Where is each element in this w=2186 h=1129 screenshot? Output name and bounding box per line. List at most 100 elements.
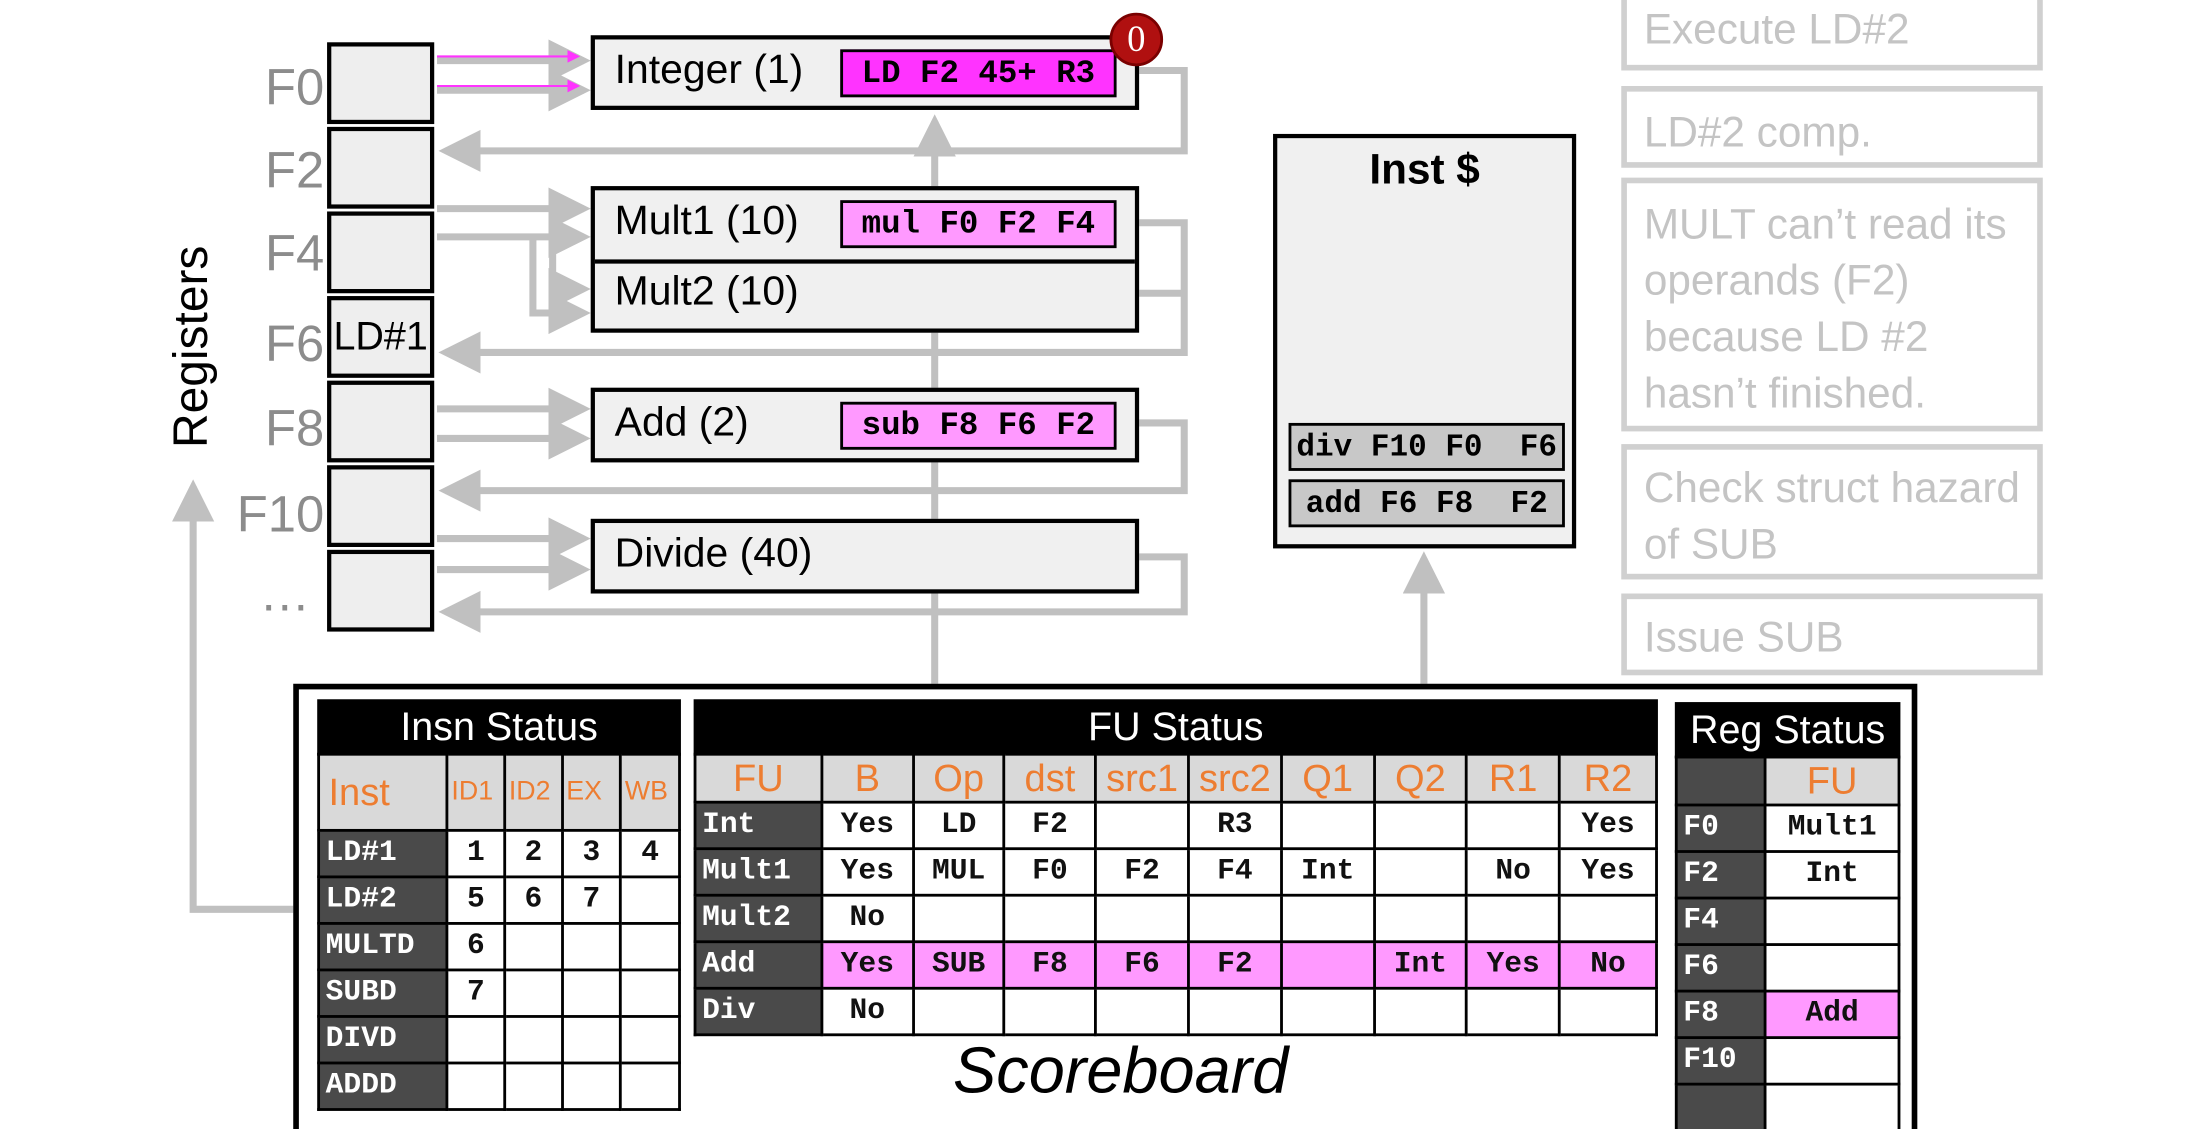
- insn-row-cell: 7: [445, 968, 507, 1018]
- register-cell-f10: [327, 465, 435, 548]
- fu-row-cell: [1279, 800, 1376, 851]
- reg-row-cell: Mult1: [1763, 803, 1901, 853]
- note-struct-hazard: Check struct hazard of SUB: [1621, 444, 2043, 580]
- fu-divide-label: Divide (40): [614, 531, 813, 577]
- countdown-badge-value: 0: [1127, 18, 1146, 60]
- reg-row-label: F4: [1674, 896, 1767, 946]
- fu-row-cell: Yes: [1558, 847, 1658, 897]
- fu-row-cell: F0: [1002, 847, 1098, 897]
- insn-row-label: ADDD: [317, 1061, 449, 1111]
- fu-row-label: Div: [693, 986, 824, 1037]
- insn-row-label: LD#1: [317, 828, 449, 879]
- fu-header-src1: src1: [1094, 752, 1190, 804]
- insn-row-cell: [619, 875, 681, 925]
- register-cell-f4: [327, 211, 435, 294]
- fu-row-cell: [1372, 847, 1469, 897]
- fu-row-cell: [1094, 893, 1190, 944]
- insn-header-inst: Inst: [317, 752, 449, 832]
- reg-status-row: F6: [1674, 943, 1901, 993]
- fu-add-instruction: sub F8 F6 F2: [840, 401, 1117, 450]
- fu-row-cell: R3: [1187, 800, 1283, 851]
- fu-row-cell: Int: [1372, 940, 1469, 990]
- register-label-f10: F10: [236, 484, 325, 543]
- fu-row-cell: SUB: [911, 940, 1006, 990]
- inst-queue-item-1: div F10 F0 F6: [1288, 422, 1565, 471]
- insn-header-wb: WB: [619, 752, 681, 832]
- scoreboard-caption: Scoreboard: [953, 1033, 1289, 1107]
- insn-row-cell: [503, 1015, 564, 1065]
- fu-row-cell: LD: [911, 800, 1006, 851]
- register-cell-f0: [327, 42, 435, 125]
- note-ld2-complete: LD#2 comp.: [1621, 85, 2043, 168]
- fu-row-cell: F4: [1187, 847, 1283, 897]
- countdown-badge: 0: [1109, 12, 1164, 67]
- fu-row-cell: No: [1558, 940, 1658, 990]
- insn-row-cell: 4: [619, 828, 681, 879]
- fu-row-cell: [1002, 986, 1098, 1037]
- fu-row-cell: [1279, 986, 1376, 1037]
- fu-header-q1: Q1: [1279, 752, 1376, 804]
- fu-row-cell: [1558, 986, 1658, 1037]
- reg-row-cell: Add: [1763, 989, 1901, 1040]
- reg-status-title: Reg Status: [1674, 702, 1901, 759]
- insn-row-cell: [619, 968, 681, 1018]
- fu-row-cell: Yes: [820, 800, 915, 851]
- reg-row-label: F6: [1674, 943, 1767, 993]
- fu-row-cell: [1187, 986, 1283, 1037]
- fu-row-cell: Yes: [1558, 800, 1658, 851]
- insn-row-cell: [503, 1061, 564, 1111]
- fu-row-cell: [1094, 986, 1190, 1037]
- reg-status-row: F4: [1674, 896, 1901, 946]
- fu-row-cell: F6: [1094, 940, 1190, 990]
- fu-header-b: B: [820, 752, 915, 804]
- insn-header-ex: EX: [560, 752, 623, 832]
- insn-header-id2: ID2: [503, 752, 564, 832]
- insn-row-cell: 2: [503, 828, 564, 879]
- note-execute-ld2: Execute LD#2: [1621, 0, 2043, 71]
- insn-row-cell: 1: [445, 828, 507, 879]
- fu-row-cell: [1094, 800, 1190, 851]
- fu-status-title: FU Status: [693, 699, 1658, 756]
- fu-row-cell: [1002, 893, 1098, 944]
- insn-row-cell: 7: [560, 875, 623, 925]
- reg-row-label: [1674, 1082, 1767, 1129]
- fu-header-fu: FU: [693, 752, 824, 804]
- fu-row-label: Mult2: [693, 893, 824, 944]
- reg-row-cell: [1763, 943, 1901, 993]
- reg-row-cell: [1763, 896, 1901, 946]
- fu-divide: Divide (40): [590, 518, 1140, 594]
- register-label-f0: F0: [265, 57, 325, 116]
- fu-row-label: Add: [693, 940, 824, 990]
- inst-queue-item-2: add F6 F8 F2: [1288, 479, 1565, 528]
- fu-row-label: Mult1: [693, 847, 824, 897]
- reg-row-cell: Int: [1763, 850, 1901, 900]
- fu-row-cell: [1372, 893, 1469, 944]
- insn-row-label: SUBD: [317, 968, 449, 1018]
- insn-row-cell: [445, 1061, 507, 1111]
- fu-row-cell: [1372, 800, 1469, 851]
- insn-row-cell: [619, 1061, 681, 1111]
- fu-header-src2: src2: [1187, 752, 1283, 804]
- fu-row-cell: [1558, 893, 1658, 944]
- fu-row-cell: [1279, 940, 1376, 990]
- fu-header-r1: R1: [1465, 752, 1561, 804]
- fu-mult2-label: Mult2 (10): [614, 269, 799, 315]
- insn-row-cell: 6: [503, 875, 564, 925]
- register-label-f8: F8: [265, 398, 325, 457]
- fu-row-cell: Int: [1279, 847, 1376, 897]
- insn-row-label: DIVD: [317, 1015, 449, 1065]
- register-label-f4: F4: [265, 224, 325, 282]
- fu-header-op: Op: [911, 752, 1006, 804]
